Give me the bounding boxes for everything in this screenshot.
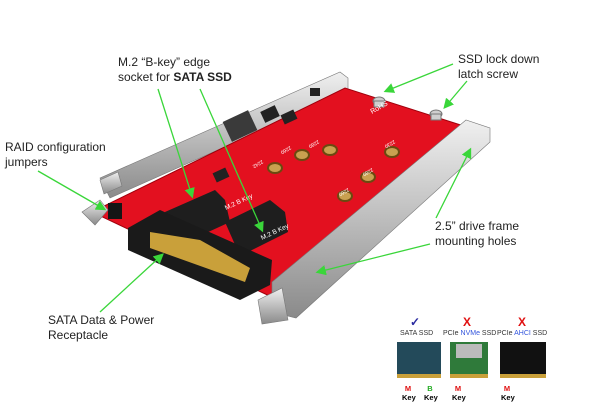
check-icon: ✓ (410, 315, 421, 329)
board-size-label: 2260 (337, 186, 350, 197)
standoff-holes (267, 144, 400, 202)
raid-callout-line2: jumpers (5, 155, 48, 169)
board-size-label: 2280 (361, 166, 374, 177)
mount-callout: 2.5” drive frame mounting holes (435, 219, 519, 249)
sata-callout-line1: SATA Data & Power (48, 313, 155, 327)
legend-ahci-ssd: PCIe AHCI SSD (497, 330, 548, 337)
latch-callout: SSD lock down latch screw (458, 52, 539, 82)
mount-callout-line1: 2.5” drive frame (435, 219, 520, 233)
board-size-label: 2280 (307, 138, 320, 149)
socket-callout-bold: SATA SSD (173, 70, 232, 84)
cross-icon: X (518, 315, 527, 329)
legend-sata-ssd: SATA SSD (400, 330, 434, 337)
legend-nvme-ssd: PCIe NVMe SSD (443, 330, 497, 337)
sata-callout-line2: Receptacle (48, 328, 109, 342)
cross-icon: X (463, 315, 472, 329)
legend-ssd-cards (397, 342, 546, 378)
sata-callout: SATA Data & Power Receptacle (48, 313, 154, 343)
back-metal-rail (99, 71, 349, 199)
socket-callout-line1: M.2 “B-key” edge (118, 55, 211, 69)
inductor (222, 110, 258, 142)
board-size-label: 2260 (279, 144, 292, 155)
latch-screws (372, 96, 443, 121)
callout-arrows (37, 63, 472, 313)
socket-callout: M.2 “B-key” edge socket for SATA SSD (118, 55, 232, 85)
raid-jumpers (108, 203, 122, 219)
latch-callout-line2: latch screw (458, 67, 519, 81)
mount-callout-line2: mounting holes (435, 234, 517, 248)
board-size-label: 2230 (383, 138, 396, 149)
raid-callout-line1: RAID configuration (5, 140, 106, 154)
latch-callout-line1: SSD lock down (458, 52, 540, 66)
socket-callout-line2: socket for (118, 70, 174, 84)
raid-callout: RAID configuration jumpers (5, 140, 106, 170)
board-size-label: 2242 (251, 158, 264, 169)
